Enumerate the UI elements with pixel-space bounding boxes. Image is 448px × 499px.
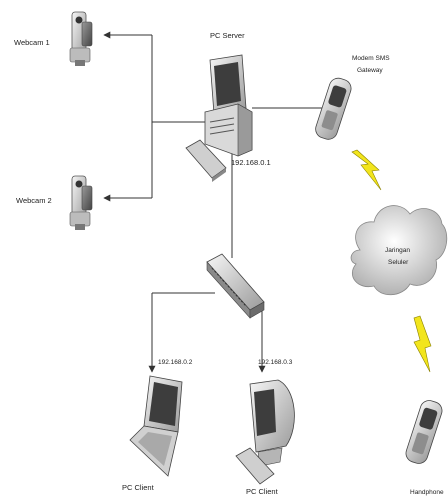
- webcam-2-icon: [70, 176, 92, 230]
- modem-label-line1: Modem SMS: [352, 55, 390, 62]
- webcam-1-label: Webcam 1: [14, 38, 50, 47]
- handphone-icon: [404, 398, 445, 466]
- modem-sms-gateway-icon: [313, 76, 353, 142]
- cloud-label-line1: Jaringan: [385, 247, 410, 254]
- modem-label-line2: Gateway: [357, 67, 383, 74]
- handphone-label: Handphone: [410, 489, 444, 496]
- network-switch-icon: [207, 254, 264, 318]
- pc-server-label: PC Server: [210, 31, 245, 40]
- cloud-label-line2: Seluler: [388, 259, 409, 266]
- pc-client-2-desktop-icon: [236, 380, 294, 484]
- client-1-label: PC Client: [122, 483, 155, 492]
- lightning-cloud-to-phone-icon: [414, 316, 431, 372]
- client-1-ip: 192.168.0.2: [158, 359, 193, 366]
- webcam-2-label: Webcam 2: [16, 196, 52, 205]
- lightning-modem-to-cloud-icon: [352, 150, 381, 190]
- webcam-1-icon: [70, 12, 92, 66]
- pc-server-ip: 192.168.0.1: [231, 158, 271, 167]
- client-2-label: PC Client: [246, 487, 279, 496]
- pc-client-1-laptop-icon: [130, 376, 182, 476]
- client-2-ip: 192.168.0.3: [258, 359, 293, 366]
